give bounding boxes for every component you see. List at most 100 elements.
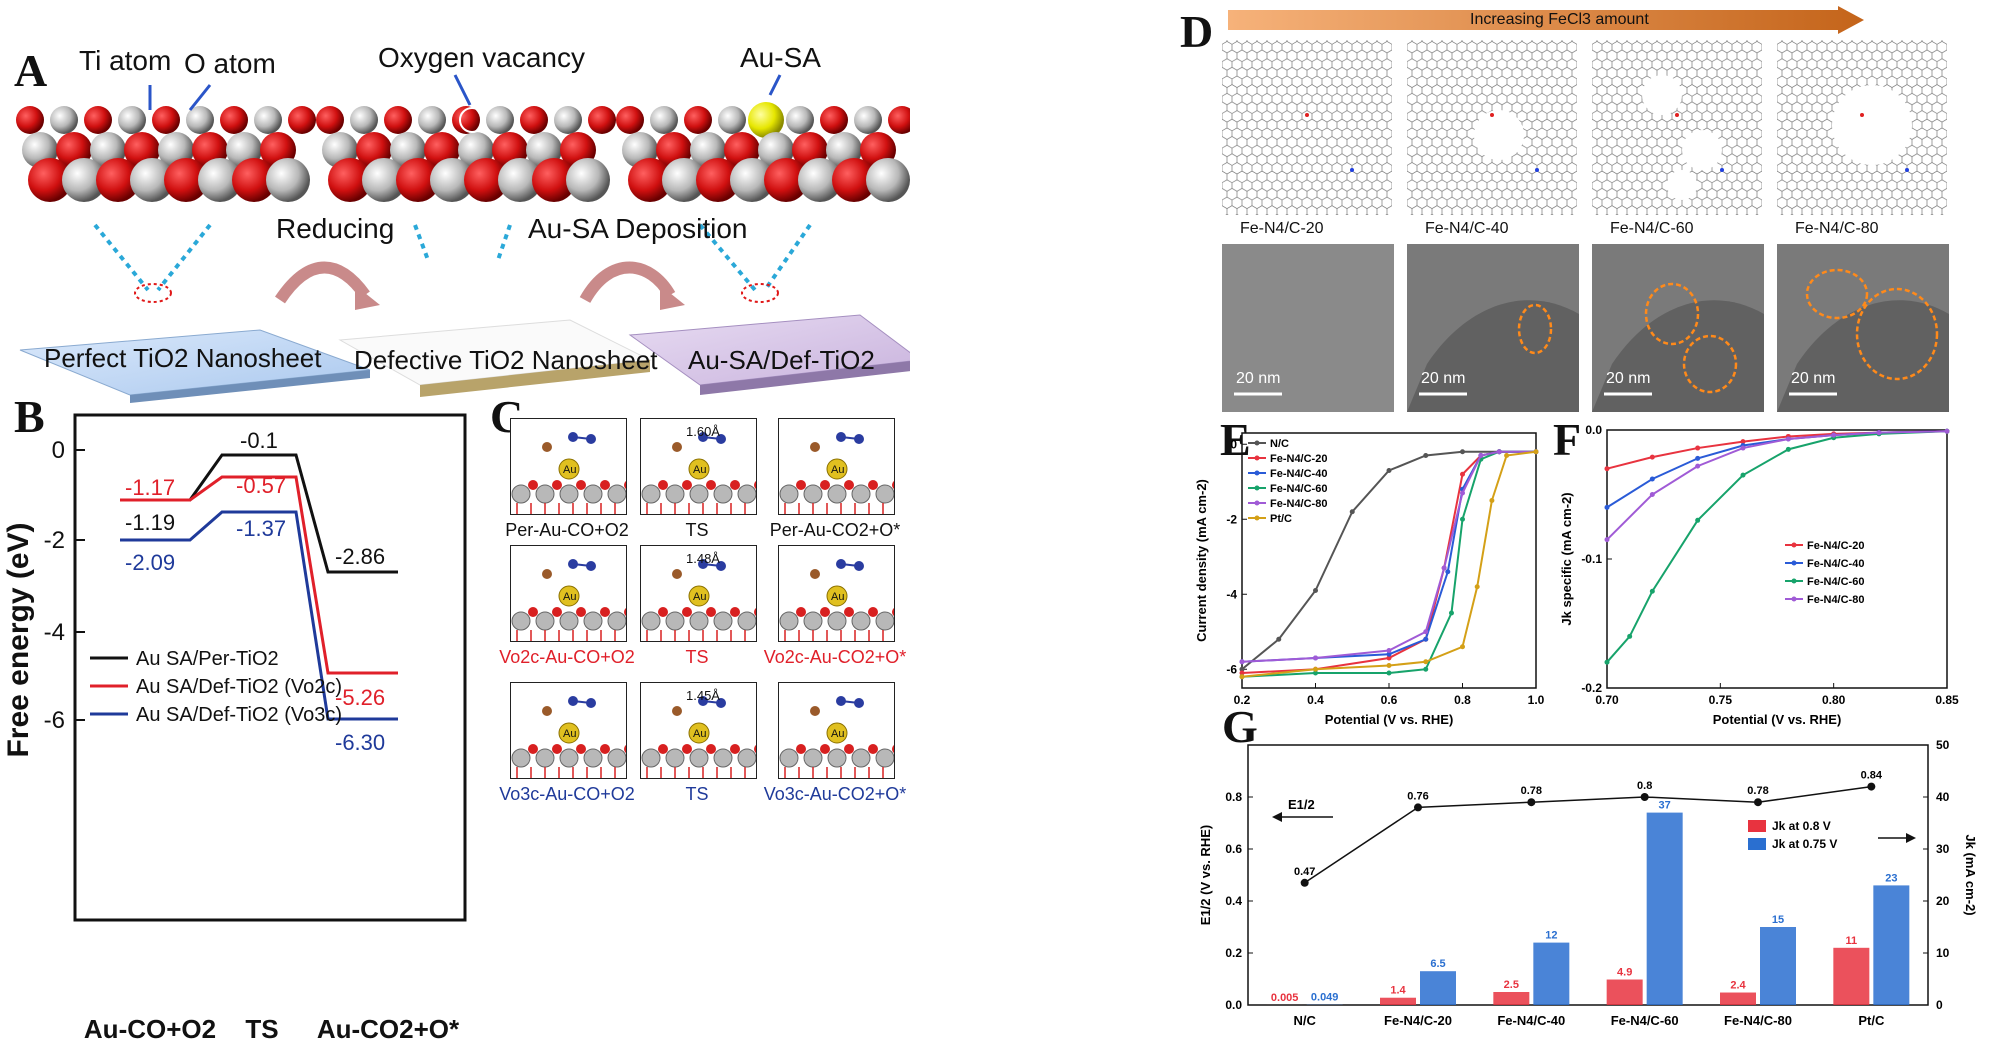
svgE-point-5-8: [1533, 449, 1539, 455]
g-category-5: Pt/C: [1858, 1013, 1885, 1028]
svgE-xtick-4: 1.0: [1528, 693, 1545, 707]
svg-text:0.4: 0.4: [1225, 894, 1242, 908]
g-legend-1: Jk at 0.75 V: [1772, 837, 1837, 851]
svgF-point-1-2: [1695, 455, 1701, 461]
g-category-0: N/C: [1293, 1013, 1316, 1028]
svgF-point-3-3: [1740, 445, 1746, 451]
tem-scale-1: 20 nm: [1421, 370, 1466, 387]
structure-box-2-2: Au: [778, 682, 895, 779]
svgE-xtick-1: 0.4: [1307, 693, 1324, 707]
svgF-point-3-4: [1785, 436, 1791, 442]
g-ehalf-point-1: [1414, 803, 1422, 812]
svgE-legend-5: Pt/C: [1270, 513, 1292, 525]
svgE-point-0-4: [1386, 468, 1392, 473]
g-bar-0-4: [1720, 992, 1756, 1005]
svg-text:40: 40: [1936, 790, 1950, 804]
structure-box-1-0: Au: [510, 545, 627, 642]
panel-label-e: E: [1220, 414, 1251, 465]
svgE-point-3-1: [1313, 670, 1318, 676]
fecl3-arrow: [1228, 6, 1864, 34]
structure-caption-2-2: Vo3c-Au-CO2+O*: [763, 784, 907, 804]
graphene-model-3: [1777, 40, 1947, 215]
d-label-3: Fe-N4/C-80: [1795, 220, 1879, 237]
svgF-ylabel: Jk specific (mA cm-2): [1559, 492, 1574, 625]
svgE-legend-3: Fe-N4/C-60: [1270, 483, 1327, 495]
svgE-point-5-2: [1386, 663, 1392, 668]
g-category-1: Fe-N4/C-20: [1384, 1013, 1452, 1028]
g-ehalf-label-0: 0.47: [1294, 866, 1315, 878]
svgF-point-2-5: [1785, 446, 1791, 452]
structure-box-0-0: Au: [510, 418, 627, 515]
svgF-xtick-1: 0.75: [1709, 693, 1733, 707]
svgE-point-4-5: [1460, 490, 1465, 496]
svg-text:Au: Au: [831, 591, 844, 603]
g-ehalf-label-1: 0.76: [1407, 790, 1428, 802]
fecl3-arrow-label: Increasing FeCl3 amount: [1470, 11, 1649, 28]
svgF-point-3-7: [1944, 428, 1950, 434]
svgE-point-0-1: [1276, 636, 1282, 642]
svgF-series-3: [1606, 430, 1948, 541]
svgE-point-2-2: [1386, 651, 1392, 657]
g-bar-label-0-0: 0.005: [1271, 992, 1299, 1004]
o-atom-label: O atom: [184, 48, 276, 79]
caption-perfect-tio2: Perfect TiO2 Nanosheet: [44, 343, 322, 373]
g-bar-1-3: [1646, 812, 1683, 1005]
svgF-series-2: [1606, 430, 1948, 663]
structure-caption-1-0: Vo2c-Au-CO+O2: [499, 647, 635, 667]
svgF-point-2-0: [1604, 659, 1610, 665]
graphene-model-2: [1592, 40, 1762, 215]
svg-text:0.6: 0.6: [1225, 842, 1242, 856]
svgF-point-0-0: [1604, 466, 1610, 472]
svgE-xtick-2: 0.6: [1381, 693, 1398, 707]
svgE-point-5-7: [1504, 453, 1510, 458]
g-bar-0-2: [1493, 992, 1530, 1005]
svg-text:Au: Au: [563, 591, 576, 603]
b-ytick-3: -6: [44, 707, 65, 734]
bond-distance-2: 1.45Å: [686, 688, 720, 703]
svgF-point-1-0: [1604, 504, 1610, 510]
structure-caption-1-2: Vo2c-Au-CO2+O*: [763, 647, 907, 667]
svgE-point-3-2: [1386, 670, 1392, 676]
panel-label-a: A: [14, 45, 48, 96]
svgE-point-4-1: [1313, 655, 1318, 661]
g-bar-1-1: [1420, 971, 1456, 1005]
structure-caption-1-1: TS: [685, 647, 709, 667]
g-ehalf-point-0: [1300, 878, 1309, 887]
structure-box-1-2: Au: [778, 545, 895, 642]
structure-caption-0-1: TS: [685, 520, 709, 540]
svg-text:Au: Au: [563, 464, 576, 476]
g-bar-label-0-3: 4.9: [1617, 967, 1632, 979]
svgE-xlabel: Potential (V vs. RHE): [1325, 712, 1454, 727]
g-bar-label-1-3: 37: [1659, 800, 1671, 812]
structure-caption-0-0: Per-Au-CO+O2: [505, 520, 629, 540]
g-bar-label-1-2: 12: [1545, 930, 1557, 942]
b-val-red-1: -0.57: [236, 473, 286, 498]
svgE-point-5-1: [1313, 666, 1318, 672]
svgF-ytick-0: 0.0: [1585, 425, 1602, 437]
svgF-point-0-1: [1649, 454, 1655, 460]
g-category-4: Fe-N4/C-80: [1724, 1013, 1792, 1028]
ti-atom-label: Ti atom: [79, 45, 172, 76]
svgF-legend-3: Fe-N4/C-80: [1807, 594, 1864, 606]
svg-text:50: 50: [1936, 738, 1950, 752]
panel-a-illustration: [16, 74, 910, 403]
svgF-point-3-5: [1831, 432, 1837, 438]
svgF-point-3-6: [1876, 430, 1882, 436]
b-val-black-1: -0.1: [240, 428, 278, 453]
graphene-model-0: [1222, 40, 1392, 215]
bond-distance-0: 1.60Å: [686, 424, 720, 439]
svgF-point-3-1: [1649, 492, 1655, 497]
svgF-series-1: [1606, 430, 1948, 509]
svgE-legend-4: Fe-N4/C-80: [1270, 498, 1327, 510]
svgF-ytick-1: -0.1: [1581, 552, 1602, 566]
svgF-point-3-0: [1604, 537, 1610, 543]
svgE-point-5-4: [1460, 644, 1465, 650]
g-y2label: Jk (mA cm-2): [1963, 834, 1978, 915]
g-ehalf-label-3: 0.8: [1637, 780, 1652, 792]
svgE-legend-2: Fe-N4/C-40: [1270, 468, 1327, 480]
b-val-red-2: -5.26: [335, 685, 385, 710]
b-ytick-0: 0: [52, 437, 65, 464]
svgF-point-3-2: [1695, 463, 1701, 469]
svgE-xtick-0: 0.2: [1234, 693, 1251, 707]
